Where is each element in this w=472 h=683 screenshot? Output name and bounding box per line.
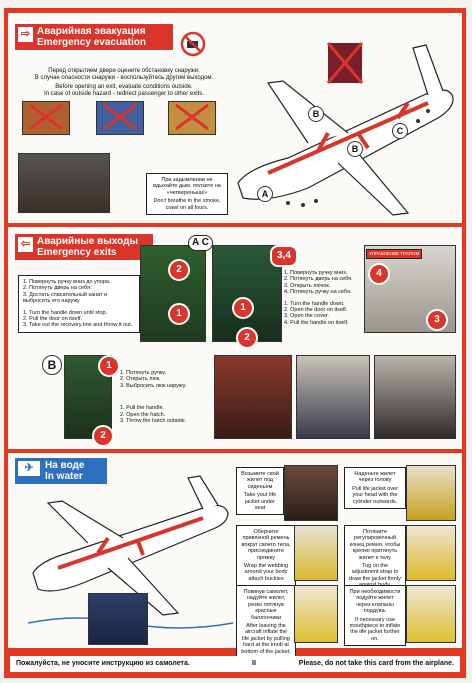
evacuation-notice: Перед открытием двери оцените обстановку… bbox=[34, 68, 214, 97]
hatch-step-1-marker: 1 bbox=[98, 355, 120, 377]
step-c1-marker: 1 bbox=[232, 297, 254, 319]
step-2-marker: 2 bbox=[168, 259, 190, 281]
water-step-1-photo bbox=[284, 465, 338, 521]
evacuation-title-ru: Аварийная эвакуация bbox=[37, 26, 146, 37]
water-step-4-photo bbox=[406, 525, 456, 581]
crawl-photo bbox=[18, 153, 110, 213]
water-step-4: Потяните регулировочный конец ремня, что… bbox=[344, 525, 406, 593]
evacuation-header: ⇨ Аварийная эвакуация Emergency evacuati… bbox=[14, 23, 174, 51]
hatch-instructions: 1. Потянуть ручку. 2. Открыть люк. 3. Вы… bbox=[120, 370, 187, 425]
exits-header: ⇦ Аварийные выходы Emergency exits bbox=[14, 233, 154, 261]
prohibited-marks bbox=[29, 103, 209, 131]
step-34-marker: 3,4 bbox=[270, 245, 298, 267]
water-step-5-photo bbox=[294, 585, 338, 643]
slide-step-4-marker: 4 bbox=[368, 263, 390, 285]
ditching-plane-icon: ✈ bbox=[18, 461, 40, 476]
water-step-2-photo bbox=[406, 465, 456, 521]
door-c-instructions: 1. Повернуть ручку вниз. 2. Потянуть две… bbox=[284, 270, 353, 326]
evacuation-title-en: Emergency evacuation bbox=[37, 37, 146, 48]
water-step-1: Возьмите свой жилет под сиденьем Take yo… bbox=[236, 467, 284, 516]
water-step-3: Оберните привязной ремень вокруг своего … bbox=[236, 525, 296, 587]
exit-label-c: C bbox=[392, 123, 408, 139]
safety-card: ⇨ Аварийная эвакуация Emergency evacuati… bbox=[4, 8, 466, 678]
water-title-en: In water bbox=[45, 471, 83, 482]
exits-title-en: Emergency exits bbox=[37, 247, 117, 258]
water-step-5: Покинув самолет, надуйте жилет, резко по… bbox=[236, 585, 296, 660]
slide-control-label: УПРАВЛЕНИЕ ТРАПОМ bbox=[366, 249, 423, 260]
hatch-step-2-marker: 2 bbox=[92, 425, 114, 447]
hatch-sequence-photo-1 bbox=[214, 355, 292, 439]
water-header: ✈ На воде In water bbox=[14, 457, 108, 485]
airplane-evacuation-diagram bbox=[237, 42, 454, 216]
evacuation-panel: ⇨ Аварийная эвакуация Emergency evacuati… bbox=[8, 13, 462, 223]
exit-label-b-rear: B bbox=[347, 141, 363, 157]
water-panel: ✈ На воде In water Возьмите свой жилет п… bbox=[8, 453, 462, 660]
exit-label-a: A bbox=[257, 186, 273, 202]
exits-title-ru: Аварийные выходы bbox=[37, 236, 138, 247]
footer-note-en: Please, do not take this card from the a… bbox=[298, 660, 454, 667]
water-step-2: Наденьте жилет через голову Pull life ja… bbox=[344, 467, 406, 510]
water-photo bbox=[88, 593, 148, 645]
exits-panel: ⇦ Аварийные выходы Emergency exits 1. По… bbox=[8, 227, 462, 449]
water-title-ru: На воде bbox=[45, 460, 85, 471]
water-step-6-photo bbox=[406, 585, 456, 643]
door-ac-label: A C bbox=[188, 235, 213, 251]
step-c2-marker: 2 bbox=[236, 327, 258, 349]
no-luggage-icon bbox=[180, 31, 206, 57]
water-step-3-photo bbox=[294, 525, 338, 581]
hatch-label-b: B bbox=[42, 355, 62, 375]
exit-running-icon: ⇨ bbox=[18, 27, 33, 42]
hatch-sequence-photo-3 bbox=[374, 355, 456, 439]
exit-label-b-front: B bbox=[308, 106, 324, 122]
footer: Пожалуйста, не уносите инструкцию из сам… bbox=[10, 656, 460, 672]
page-number: II bbox=[252, 660, 256, 667]
step-1-marker: 1 bbox=[168, 303, 190, 325]
water-step-6: При необходимости подуйте жилет через кл… bbox=[344, 585, 406, 647]
footer-note-ru: Пожалуйста, не уносите инструкцию из сам… bbox=[16, 660, 190, 667]
exit-door-icon: ⇦ bbox=[18, 237, 33, 252]
slide-step-3-marker: 3 bbox=[426, 309, 448, 331]
door-ac-instructions: 1. Повернуть ручку вниз до упора. 2. Пот… bbox=[18, 275, 140, 333]
hatch-sequence-photo-2 bbox=[296, 355, 370, 439]
smoke-warning: При задымлении не вдыхайте дым, ползите … bbox=[146, 173, 228, 216]
